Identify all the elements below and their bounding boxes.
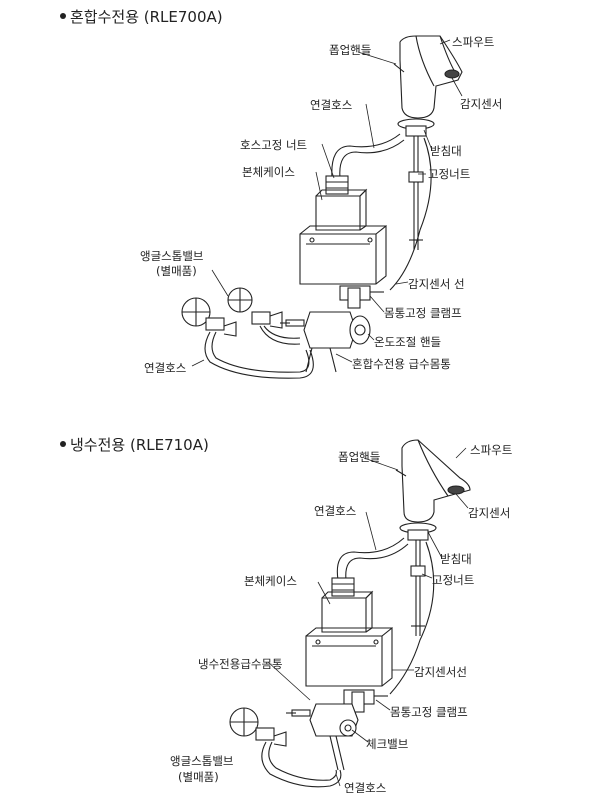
connection-hose-top (331, 133, 405, 179)
body-clamp-top (339, 285, 384, 309)
mount-rod-bottom (389, 540, 435, 695)
label-spout: 스파우트 (470, 443, 513, 457)
connection-hose-bottom (336, 537, 409, 581)
mixing-body-top (280, 311, 371, 373)
faucet-spout-top (393, 35, 463, 137)
label-check-valve: 체크밸브 (366, 737, 409, 751)
angle-valve-bottom (229, 707, 287, 747)
body-clamp-bottom (343, 689, 388, 713)
section-title-cold: 냉수전용 (RLE710A) (70, 436, 209, 454)
label-sensor-line: 감지센서선 (414, 665, 467, 679)
label-fixing-nut: 고정너트 (428, 167, 471, 181)
label-body-case: 본체케이스 (244, 574, 297, 588)
label-mixed-body: 혼합수전용 급수몸통 (352, 357, 451, 371)
label-connection-hose: 연결호스 (310, 98, 353, 112)
label-pop-up-handle: 폽업핸들 (338, 450, 381, 464)
body-case-top (299, 175, 387, 285)
label-body-clamp: 몸통고정 클램프 (384, 306, 462, 320)
label-spout: 스파우트 (452, 35, 495, 49)
label-temp-handle: 온도조절 핸들 (374, 335, 442, 349)
mount-rod-top (389, 136, 432, 291)
supply-hose-bottom (261, 741, 342, 788)
label-sensor-line: 감지센서 선 (408, 277, 465, 291)
label-connection-hose: 연결호스 (314, 504, 357, 518)
cold-body-bottom (286, 703, 359, 771)
leader-lines-bottom (267, 447, 469, 787)
label-sold-separately: (별매품) (156, 264, 197, 278)
label-fixing-nut: 고정너트 (432, 573, 475, 587)
label-sensor: 감지센서 (460, 97, 503, 111)
label-angle-valve: 앵글스톱밸브 (140, 249, 204, 263)
label-body-clamp: 몸통고정 클램프 (390, 705, 468, 719)
supply-hoses-top (204, 325, 314, 379)
label-body-case: 본체케이스 (242, 165, 295, 179)
label-cold-body: 냉수전용급수몸통 (198, 657, 283, 671)
label-connection-hose-2: 연결호스 (344, 781, 387, 795)
section-title-mixed: 혼합수전용 (RLE700A) (70, 8, 223, 26)
label-base: 받침대 (430, 144, 462, 158)
body-case-bottom (305, 577, 393, 687)
leader-lines-top (191, 39, 463, 367)
bullet-icon (60, 441, 66, 447)
bullet-icon (60, 13, 66, 19)
label-angle-valve: 앵글스톱밸브 (170, 754, 234, 768)
label-sensor: 감지센서 (468, 506, 511, 520)
label-sold-separately: (별매품) (178, 770, 219, 784)
label-connection-hose-2: 연결호스 (144, 361, 187, 375)
label-base: 받침대 (440, 552, 472, 566)
label-pop-up-handle: 폽업핸들 (329, 43, 372, 57)
faucet-spout-bottom (395, 439, 471, 541)
angle-valves-top (181, 287, 283, 337)
label-hose-nut: 호스고정 너트 (240, 138, 308, 152)
